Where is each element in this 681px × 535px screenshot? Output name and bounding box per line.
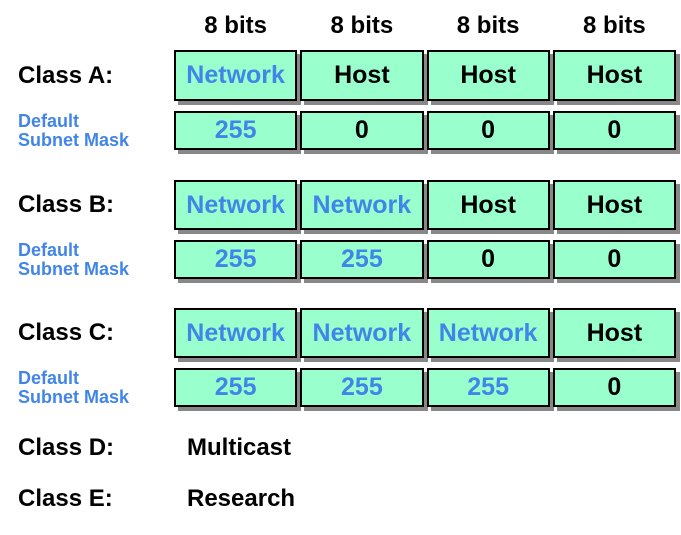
subnet-label-line1: Default xyxy=(18,110,80,131)
class-b-mask-row: 255 255 0 0 xyxy=(174,240,676,279)
subnet-label-line2: Subnet Mask xyxy=(18,258,130,279)
class-c-octet-2: Network xyxy=(300,308,424,358)
class-c-mask-octet-1: 255 xyxy=(174,368,298,407)
class-c-subnet-mask-label: Default Subnet Mask xyxy=(18,368,129,407)
class-b-octet-2: Network xyxy=(300,180,424,230)
class-c-mask-octet-4: 0 xyxy=(552,368,676,407)
class-b-octet-3: Host xyxy=(426,180,550,230)
class-b-subnet-mask-label: Default Subnet Mask xyxy=(18,240,129,279)
class-c-octet-row: Network Network Network Host xyxy=(174,308,676,358)
class-b-label: Class B: xyxy=(18,191,115,218)
class-a-label: Class A: xyxy=(18,61,114,89)
class-a-mask-row: 255 0 0 0 xyxy=(174,111,676,150)
class-a-mask-octet-4: 0 xyxy=(552,111,676,150)
class-b-mask-octet-2: 255 xyxy=(300,240,424,279)
class-d-value: Multicast xyxy=(187,434,292,461)
class-b-mask-octet-1: 255 xyxy=(174,240,298,279)
class-b-mask-octet-4: 0 xyxy=(552,240,676,279)
subnet-label-line2: Subnet Mask xyxy=(18,129,130,150)
class-d-row: Class D: Multicast xyxy=(18,433,291,463)
class-c-mask-octet-2: 255 xyxy=(300,368,424,407)
class-e-label: Class E: xyxy=(18,485,113,512)
bits-header-row: 8 bits 8 bits 8 bits 8 bits xyxy=(174,11,676,41)
bits-header-label: 8 bits xyxy=(204,12,267,39)
subnet-label-line1: Default xyxy=(18,239,80,260)
subnet-label-line2: Subnet Mask xyxy=(18,386,130,407)
class-c-label: Class C: xyxy=(18,319,115,346)
subnet-label-line1: Default xyxy=(18,367,80,388)
class-b-octet-1: Network xyxy=(174,180,298,230)
class-a-mask-octet-2: 0 xyxy=(300,111,424,150)
class-c-octet-1: Network xyxy=(174,308,298,358)
class-e-row: Class E: Research xyxy=(18,484,295,514)
class-c-mask-octet-3: 255 xyxy=(426,368,550,407)
class-d-label: Class D: xyxy=(18,434,115,461)
class-b-octet-4: Host xyxy=(552,180,676,230)
class-e-value: Research xyxy=(187,485,296,512)
class-a-octet-3: Host xyxy=(426,50,550,101)
class-a-octet-1: Network xyxy=(174,50,298,101)
class-b-octet-row: Network Network Host Host xyxy=(174,180,676,230)
bits-header-label: 8 bits xyxy=(456,12,520,39)
bits-header-label: 8 bits xyxy=(330,12,394,39)
class-a-subnet-mask-label: Default Subnet Mask xyxy=(18,111,129,150)
class-c-mask-row: 255 255 255 0 xyxy=(174,368,676,407)
class-a-mask-octet-3: 0 xyxy=(426,111,550,150)
class-c-octet-3: Network xyxy=(426,308,550,358)
class-a-octet-2: Host xyxy=(300,50,424,101)
bits-header-label: 8 bits xyxy=(583,12,646,39)
class-c-octet-4: Host xyxy=(552,308,676,358)
class-a-octet-row: Network Host Host Host xyxy=(174,50,676,101)
class-b-mask-octet-3: 0 xyxy=(426,240,550,279)
class-a-mask-octet-1: 255 xyxy=(174,111,298,150)
class-a-octet-4: Host xyxy=(552,50,676,101)
